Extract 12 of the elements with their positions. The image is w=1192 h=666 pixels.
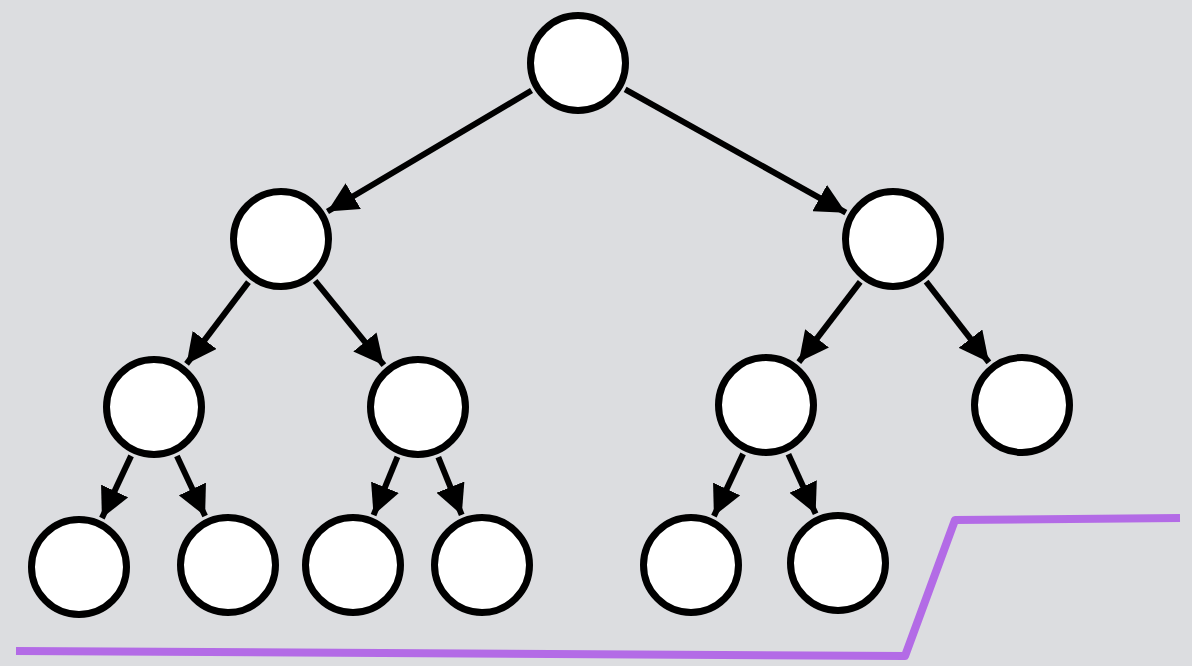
arrow (435, 455, 465, 517)
arrow (99, 454, 134, 520)
arrow (174, 454, 208, 518)
arrow (923, 279, 992, 365)
arrow (325, 87, 534, 215)
arrow (184, 280, 251, 366)
arrow (623, 86, 848, 216)
arrow (312, 278, 387, 368)
arrow (711, 452, 746, 518)
arrow (785, 452, 819, 516)
arrow (796, 280, 863, 364)
arrow (370, 455, 401, 517)
